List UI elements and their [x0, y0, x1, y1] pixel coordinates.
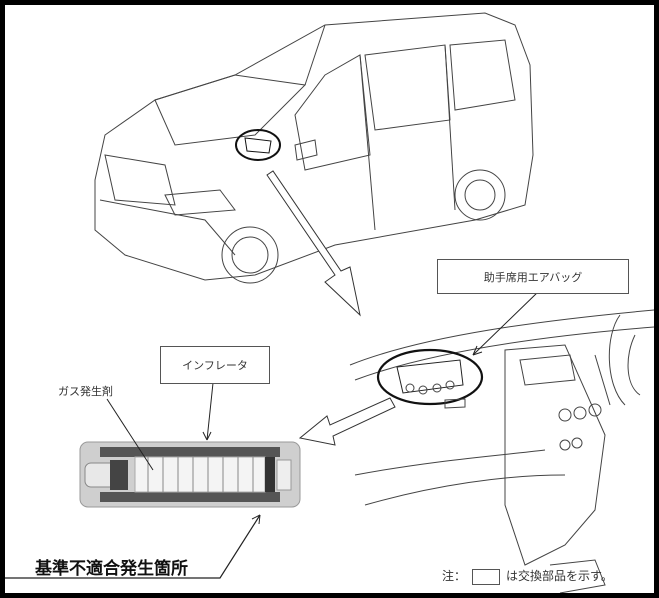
- gas-generant-label: ガス発生剤: [58, 385, 113, 398]
- arrow-dashboard-to-inflator: [298, 397, 396, 446]
- passenger-airbag-label-box: 助手席用エアバッグ: [437, 259, 629, 294]
- legend-box-swatch: [472, 568, 501, 585]
- arrow-van-to-dashboard: [266, 170, 361, 317]
- dashboard-illustration: [349, 309, 654, 593]
- inflator-illustration: [79, 441, 301, 508]
- line-drawing: [5, 12, 654, 593]
- legend-prefix: 注：: [442, 569, 467, 583]
- inflator-label-box: インフレータ: [160, 346, 270, 384]
- recall-diagram: 助手席用エアバッグ インフレータ ガス発生剤 基準不適合発生箇所 注： は交換部品…: [5, 5, 654, 593]
- nonconformity-location-label: 基準不適合発生箇所: [35, 559, 188, 579]
- legend-suffix: は交換部品を示す。: [506, 569, 613, 583]
- passenger-airbag-label: 助手席用エアバッグ: [483, 270, 583, 284]
- inflator-label: インフレータ: [182, 359, 248, 372]
- van-illustration: [94, 12, 534, 284]
- legend-note: 注： は交換部品を示す。: [442, 567, 613, 585]
